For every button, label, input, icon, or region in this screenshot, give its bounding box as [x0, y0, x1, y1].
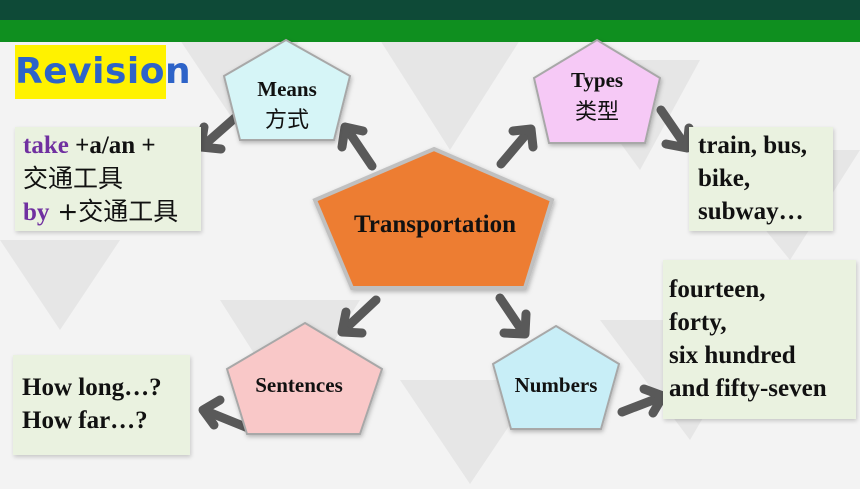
node-numbers: Numbers — [491, 324, 621, 430]
arrow-to-sentences-note — [198, 395, 253, 433]
numbers-note: fourteen, forty, six hundred and fifty-s… — [663, 260, 856, 419]
slide-title: Revision — [15, 45, 191, 99]
arrow-to-sentences — [337, 295, 381, 338]
arrow-to-types — [496, 124, 538, 169]
numbers-label: Numbers — [515, 373, 598, 397]
arrow-to-means — [337, 122, 377, 171]
take-keyword: take — [23, 132, 69, 159]
means-note: take +a/an + 交通工具 by +交通工具 — [15, 127, 201, 231]
numbers-note-line-4: and fifty-seven — [669, 375, 827, 402]
types-pentagon — [532, 38, 662, 144]
types-note: train, bus, bike, subway… — [689, 127, 833, 231]
header-bar — [0, 0, 860, 20]
sentences-note-line-1: How long…? — [22, 374, 162, 401]
by-rest: +交通工具 — [49, 197, 179, 226]
take-rest: +a/an + — [68, 132, 156, 159]
center-pentagon — [312, 146, 555, 290]
sentences-note: How long…? How far…? — [13, 355, 190, 455]
means-note-line-2: 交通工具 — [23, 164, 124, 193]
types-label: Types — [571, 68, 623, 92]
means-pentagon — [222, 38, 352, 141]
node-means: Means 方式 — [222, 38, 352, 141]
numbers-pentagon — [491, 324, 621, 430]
arrows — [196, 105, 694, 433]
arrow-to-means-note — [196, 112, 241, 154]
types-note-line-3: subway… — [698, 198, 804, 225]
means-note-line-1: take +a/an + — [23, 129, 193, 162]
by-keyword: by — [23, 199, 50, 226]
numbers-note-line-1: fourteen, — [669, 276, 766, 303]
sentences-label: Sentences — [255, 373, 343, 397]
arrow-to-numbers-note — [617, 384, 668, 418]
types-note-line-2: bike, — [698, 165, 751, 192]
sentences-pentagon — [225, 321, 384, 435]
types-note-line-1: train, bus, — [698, 132, 808, 159]
node-sentences: Sentences — [225, 321, 384, 435]
sentences-note-line-2: How far…? — [22, 407, 148, 434]
means-label: Means — [257, 77, 317, 101]
means-sublabel: 方式 — [265, 108, 309, 133]
center-label: Transportation — [354, 211, 516, 238]
numbers-note-line-2: forty, — [669, 309, 727, 336]
center-node: Transportation — [312, 146, 555, 290]
node-types: Types 类型 — [532, 38, 662, 144]
means-note-line-3: by +交通工具 — [23, 195, 193, 229]
arrow-to-types-note — [656, 105, 694, 153]
types-sublabel: 类型 — [575, 100, 619, 125]
numbers-note-line-3: six hundred — [669, 342, 796, 369]
header-accent-bar — [0, 20, 860, 42]
arrow-to-numbers — [495, 293, 531, 339]
